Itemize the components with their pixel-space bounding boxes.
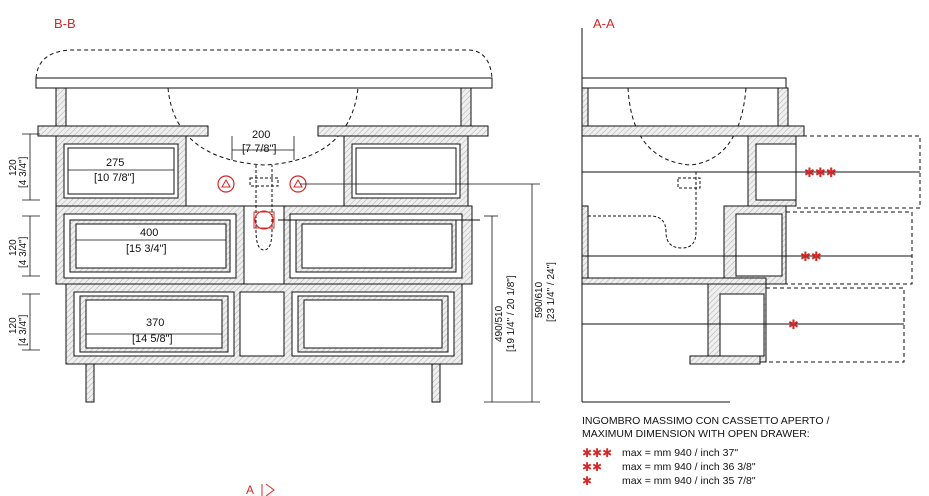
legend-row-1: max = mm 940 / inch 35 7/8" [622,475,756,487]
dim-590-610: 590/610 [534,281,545,318]
legend-row-2: max = mm 940 / inch 36 3/8" [622,461,756,473]
legend-row-3: max = mm 940 / inch 37" [622,447,738,459]
dim-120-bot: 120 [8,317,19,334]
legend-mark-3: ✱✱✱ [582,446,612,460]
mark-one-star: ✱ [788,317,799,332]
legend-title-it: INGOMBRO MASSIMO CON CASSETTO APERTO / [582,415,829,427]
dim-370: 370 [146,317,164,329]
dimension-lines-left [22,133,540,403]
dim-400: 400 [140,227,158,239]
dim-120-mid-inch: [4 3/4"] [18,236,29,268]
dim-275-inch: [10 7/8"] [94,172,135,184]
dim-120-mid: 120 [8,239,19,256]
siphon [255,165,273,251]
section-bb-view [35,49,493,403]
dim-370-inch: [14 5/8"] [132,333,173,345]
legend-mark-2: ✱✱ [582,460,602,474]
legend-mark-1: ✱ [582,474,592,488]
dim-200-inch: [7 7/8"] [242,143,276,155]
dim-400-inch: [15 3/4"] [126,243,167,255]
dim-590-610-inch: [23 1/4" / 24"] [546,262,557,322]
dim-275: 275 [106,157,124,169]
section-label-bb: B-B [54,16,76,31]
section-aa-view [581,28,921,403]
dim-120-top-inch: [4 3/4"] [18,156,29,188]
dim-200: 200 [252,129,270,141]
legend-title-en: MAXIMUM DIMENSION WITH OPEN DRAWER: [582,428,810,440]
dim-120-top: 120 [8,159,19,176]
dim-490-510-inch: [19 1/4" / 20 1/8"] [506,275,517,352]
mark-three-star: ✱✱✱ [804,165,837,180]
section-label-aa: A-A [593,16,615,31]
labels: B-B A-A A 275 [10 7/8"] 200 [7 7/8"] 400… [8,16,837,496]
cut-marker-arrow-icon [261,483,275,496]
mark-two-star: ✱✱ [800,249,822,264]
dim-490-510: 490/510 [494,305,505,342]
cut-marker-label: A [246,483,254,496]
dim-120-bot-inch: [4 3/4"] [18,314,29,346]
